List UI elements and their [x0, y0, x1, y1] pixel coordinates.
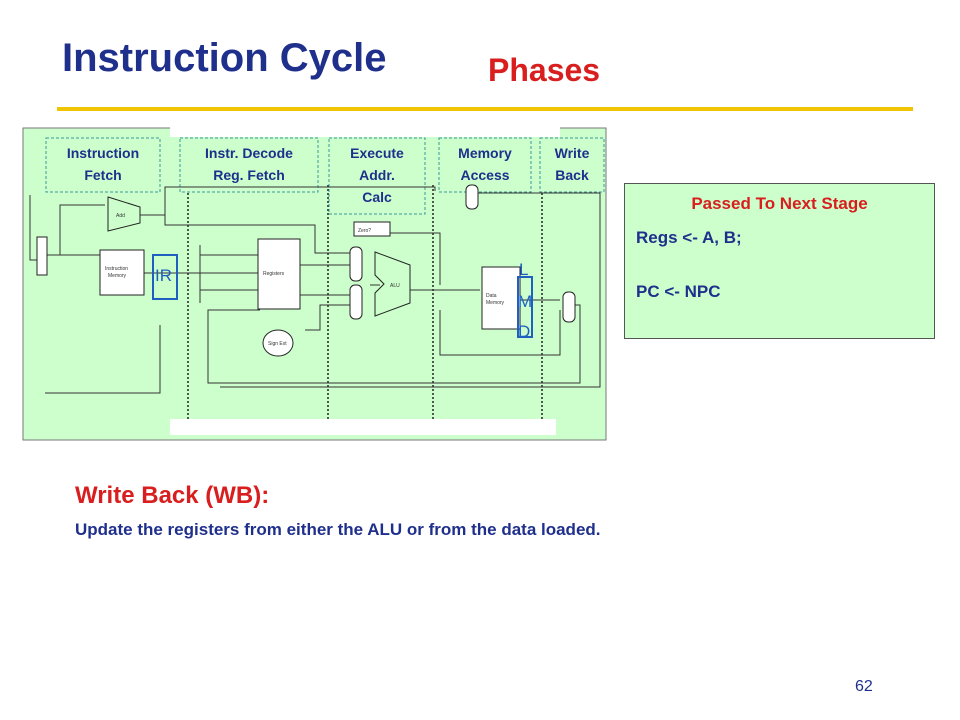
svg-text:Sign Ext: Sign Ext — [268, 341, 287, 347]
slide-title: Instruction Cycle — [62, 36, 387, 80]
alu-mux-a — [349, 246, 363, 282]
info-box-line-pc: PC <- NPC — [636, 282, 721, 301]
info-box-line-regs: Regs <- A, B; — [636, 228, 742, 247]
bottom-gap — [170, 419, 556, 435]
phase-id-line2: Reg. Fetch — [213, 167, 285, 183]
zero-label: Zero? — [358, 228, 371, 234]
page-number: 62 — [855, 678, 873, 695]
phase-if-line2: Fetch — [84, 167, 121, 183]
phase-wb-line1: Write — [555, 145, 590, 161]
datapath-wires — [29, 186, 601, 394]
phase-mem-line1: Memory — [458, 145, 512, 161]
svg-text:Memory: Memory — [108, 273, 127, 279]
svg-text:Instruction: Instruction — [105, 266, 128, 272]
writeback-mux — [562, 291, 576, 323]
stage-separators — [187, 185, 543, 419]
zero-detector: Zero? — [353, 221, 391, 237]
info-box-title: Passed To Next Stage — [691, 194, 868, 213]
sign-extend: Sign Ext — [262, 329, 294, 357]
phase-box-id: Instr. Decode Reg. Fetch — [179, 137, 319, 193]
alu-label: ALU — [390, 283, 400, 289]
data-memory: Data Memory — [481, 266, 521, 330]
phase-box-ex: Execute Addr. Calc — [328, 137, 426, 215]
branch-mux — [465, 184, 479, 210]
phase-box-wb: Write Back — [539, 137, 605, 193]
svg-text:Registers: Registers — [263, 271, 285, 277]
svg-text:Add: Add — [116, 213, 125, 219]
pc-register — [36, 236, 48, 276]
write-back-heading: Write Back (WB): — [75, 482, 270, 509]
phase-ex-line3: Calc — [362, 189, 392, 205]
passed-to-next-stage-box: Passed To Next Stage Regs <- A, B; PC <-… — [624, 183, 935, 339]
ir-label: IR — [155, 266, 172, 285]
register-file: Registers — [257, 238, 301, 310]
phase-ex-line2: Addr. — [359, 167, 395, 183]
ir-bracket: IR — [152, 254, 178, 300]
alu: ALU — [374, 251, 411, 317]
phase-box-mem: Memory Access — [438, 137, 532, 193]
svg-text:Data: Data — [486, 293, 497, 299]
top-gap — [170, 125, 560, 137]
svg-text:Memory: Memory — [486, 300, 505, 306]
lmd-letter-l: L — [519, 260, 528, 279]
slide-subtitle: Phases — [488, 52, 601, 88]
instruction-memory: Instruction Memory — [99, 249, 145, 296]
pipeline-diagram: Instruction Fetch Instr. Decode Reg. Fet… — [22, 125, 607, 441]
lmd-letter-d: D — [518, 322, 530, 341]
lmd-bracket: L M D — [517, 260, 533, 341]
alu-mux-b — [349, 284, 363, 320]
title-underline — [57, 107, 913, 111]
lmd-letter-m: M — [518, 292, 532, 311]
pc-adder: Add — [107, 196, 141, 232]
write-back-description: Update the registers from either the ALU… — [75, 520, 601, 539]
phase-ex-line1: Execute — [350, 145, 404, 161]
phase-mem-line2: Access — [460, 167, 509, 183]
phase-if-line1: Instruction — [67, 145, 139, 161]
phase-box-if: Instruction Fetch — [45, 137, 161, 193]
phase-id-line1: Instr. Decode — [205, 145, 293, 161]
phase-wb-line2: Back — [555, 167, 589, 183]
